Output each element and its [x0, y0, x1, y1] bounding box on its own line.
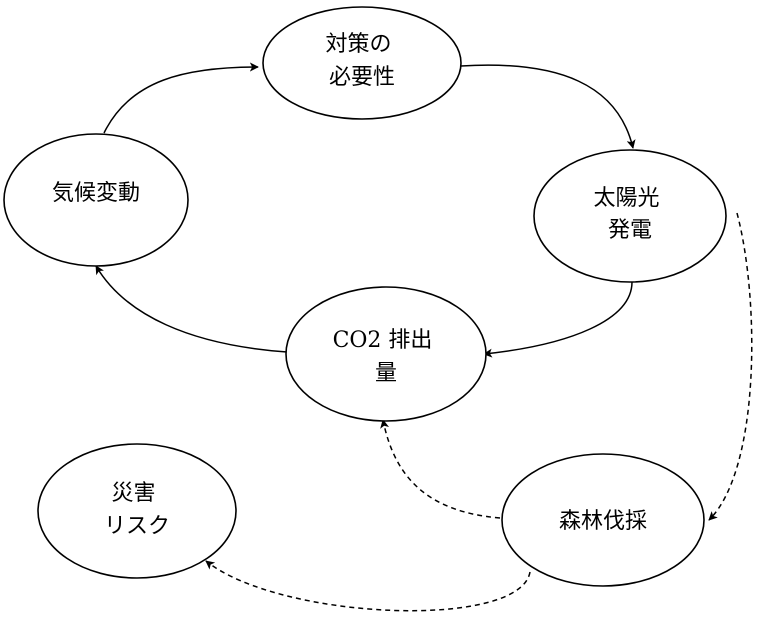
node-kiko-label: 気候変動 [52, 181, 140, 206]
node-shinrin-shape [501, 453, 705, 587]
edges [95, 62, 753, 612]
node-taiyoko-label-line1: 太陽光 [593, 186, 659, 211]
node-taiyoko-shape [533, 149, 727, 283]
node-co2-label-line2: 量 [375, 361, 397, 386]
edge-kiko-to-taisaku [103, 62, 259, 134]
svg-text:気候変動: 気候変動 [52, 181, 140, 206]
node-taisaku-shape [262, 6, 462, 120]
svg-text:CO2 排出 量: CO2 排出 量 [333, 328, 440, 386]
node-taisaku-label-line2: 必要性 [329, 65, 395, 90]
edge-taisaku-to-taiyoko [460, 64, 636, 149]
node-saigai-label-line2: リスク [104, 514, 170, 539]
node-saigai-label-line1: 災害 [111, 481, 155, 506]
svg-text:森林伐採: 森林伐採 [559, 509, 647, 534]
node-saigai-shape [37, 443, 237, 579]
node-taisaku-label-line1: 対策の [325, 32, 391, 57]
node-saigai: 災害 リスク [37, 443, 237, 579]
node-taiyoko: 太陽光 発電 [533, 149, 727, 283]
edge-taiyoko-to-shinrin-dashed [708, 212, 753, 521]
edge-shinrin-to-saigai-dashed [205, 560, 531, 612]
edge-co2-to-kiko [95, 265, 288, 353]
node-taiyoko-label-line2: 発電 [608, 218, 652, 243]
node-shinrin-label: 森林伐採 [559, 509, 647, 534]
node-kiko-shape [3, 133, 189, 267]
node-kiko: 気候変動 [3, 133, 189, 267]
edge-shinrin-to-co2-dashed [380, 419, 501, 519]
node-co2: CO2 排出 量 [285, 286, 487, 422]
node-co2-label-line1: CO2 排出 [333, 328, 433, 353]
node-shinrin: 森林伐採 [501, 453, 705, 587]
edge-taiyoko-to-co2 [483, 281, 633, 358]
svg-text:災害 リスク: 災害 リスク [104, 481, 170, 539]
svg-text:対策の 必要性: 対策の 必要性 [325, 32, 398, 90]
node-co2-shape [285, 286, 487, 422]
svg-text:太陽光 発電: 太陽光 発電 [593, 186, 666, 243]
node-taisaku: 対策の 必要性 [262, 6, 462, 120]
